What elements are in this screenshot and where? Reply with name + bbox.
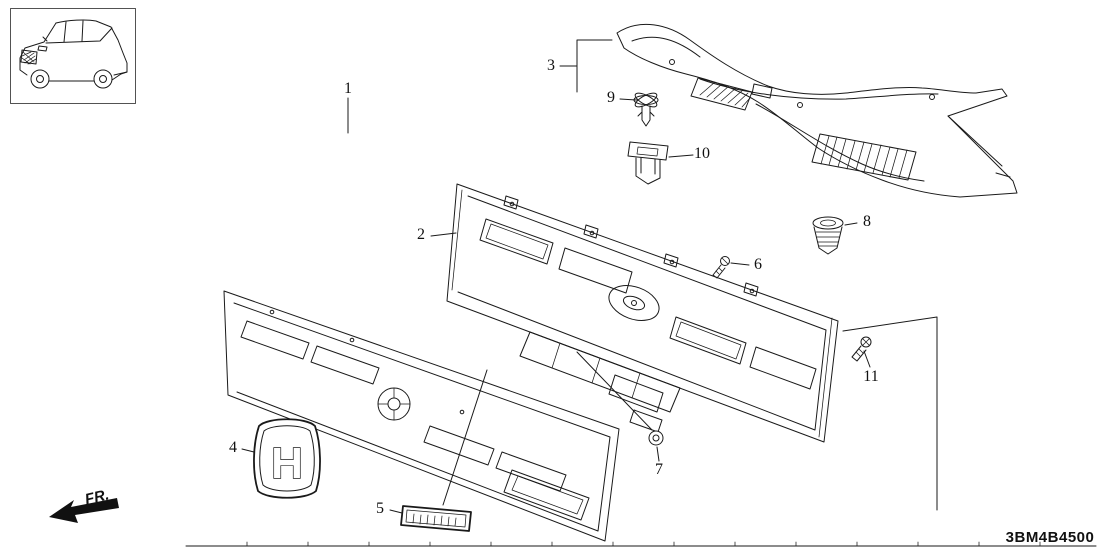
diagram-code: 3BM4B4500: [1005, 529, 1095, 546]
base-slot-2: [558, 247, 633, 294]
grille-slot-3: [423, 425, 495, 466]
leader-lines: [241, 39, 938, 514]
callout-1[interactable]: 1: [344, 80, 352, 97]
callout-10[interactable]: 10: [694, 145, 710, 162]
callout-8[interactable]: 8: [863, 213, 871, 230]
callout-11[interactable]: 11: [863, 368, 879, 385]
fr-label: FR.: [83, 486, 110, 508]
callout-5[interactable]: 5: [376, 500, 384, 517]
callout-4[interactable]: 4: [229, 439, 237, 456]
part-nameplate: [400, 505, 472, 532]
callout-9[interactable]: 9: [607, 89, 615, 106]
part-front-grille: [223, 290, 620, 542]
baseline: [185, 541, 1097, 547]
garnish-vent-left: [690, 77, 753, 111]
fr-arrow-icon: [49, 498, 119, 523]
fastener-clip-9: [633, 92, 659, 127]
fastener-grommet-8: [812, 216, 844, 255]
honda-emblem-letter: H: [271, 439, 303, 488]
callout-2[interactable]: 2: [417, 226, 425, 243]
grille-slot-2: [310, 345, 380, 385]
fastener-screw-6: [712, 256, 730, 279]
fastener-screw-11: [851, 336, 872, 362]
grille-slot-1: [240, 320, 310, 360]
fastener-bracket-10: [627, 141, 669, 185]
fastener-nut-7: [648, 430, 664, 446]
grille-slot-4: [495, 451, 567, 492]
base-slot-4: [749, 346, 817, 390]
garnish-vent-right: [811, 133, 917, 181]
callout-6[interactable]: 6: [754, 256, 762, 273]
thumbnail-grille-hatch: [20, 49, 38, 65]
callout-3[interactable]: 3: [547, 57, 555, 74]
part-cowl-top-garnish: [616, 23, 1018, 198]
fr-direction-arrow: FR.: [49, 486, 119, 523]
grille-slot-5: [503, 469, 590, 521]
base-slot-3: [669, 316, 747, 365]
vehicle-thumbnail: [10, 8, 136, 104]
part-emblem: H: [253, 418, 321, 499]
base-slot-1: [479, 218, 554, 265]
callout-7[interactable]: 7: [655, 461, 663, 478]
base-emblem-mount: [608, 285, 660, 321]
